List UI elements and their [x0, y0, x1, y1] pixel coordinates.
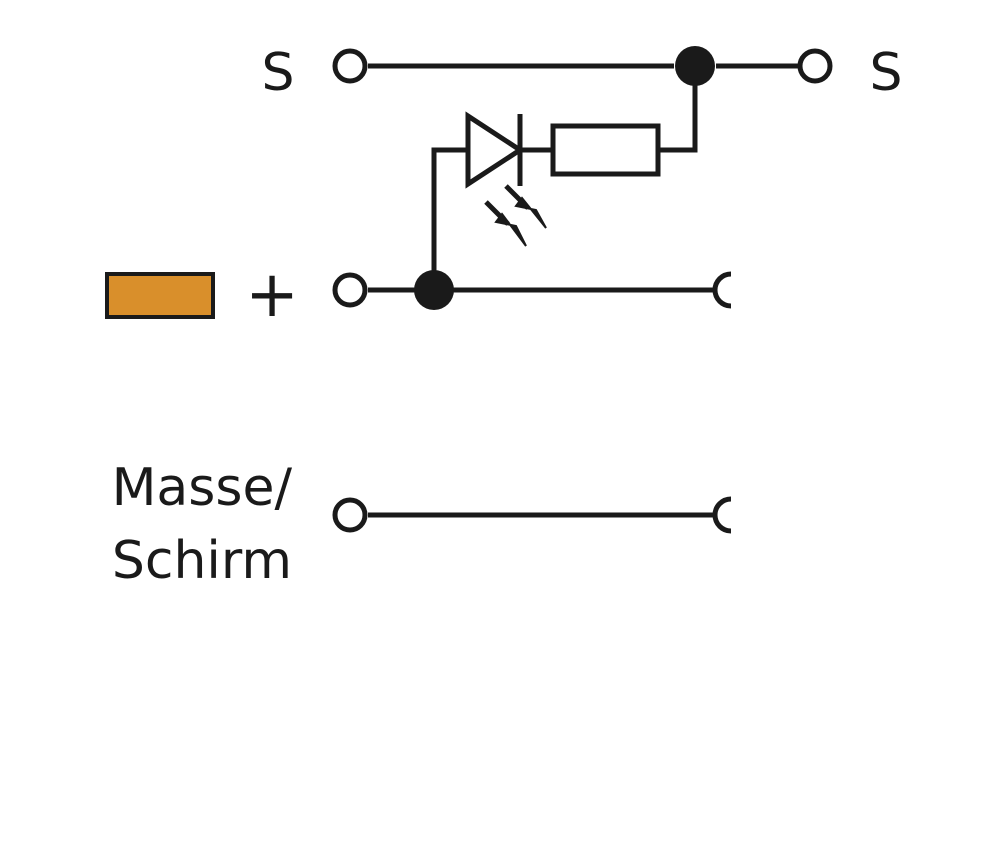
- label-ground-line1: Masse/: [112, 458, 293, 518]
- led-light-arrows-icon: [484, 184, 547, 247]
- resistor: [550, 123, 661, 177]
- socket-ground: [712, 496, 732, 534]
- junction-dot-plus: [414, 270, 454, 310]
- color-marker-swatch: [105, 272, 215, 319]
- terminal-s-left: [332, 48, 368, 84]
- terminal-s-right: [797, 48, 833, 84]
- junction-to-resistor-wire: [658, 66, 698, 153]
- label-s-right: S: [869, 43, 902, 103]
- led-to-plus-wire: [431, 147, 468, 290]
- label-ground-line2: Schirm: [112, 531, 292, 591]
- label-plus: +: [245, 258, 299, 332]
- junction-dot-s: [675, 46, 715, 86]
- terminal-ground: [332, 497, 368, 533]
- led-triangle: [465, 111, 525, 189]
- label-s-left: S: [261, 43, 294, 103]
- socket-plus: [712, 271, 732, 309]
- terminal-plus: [332, 272, 368, 308]
